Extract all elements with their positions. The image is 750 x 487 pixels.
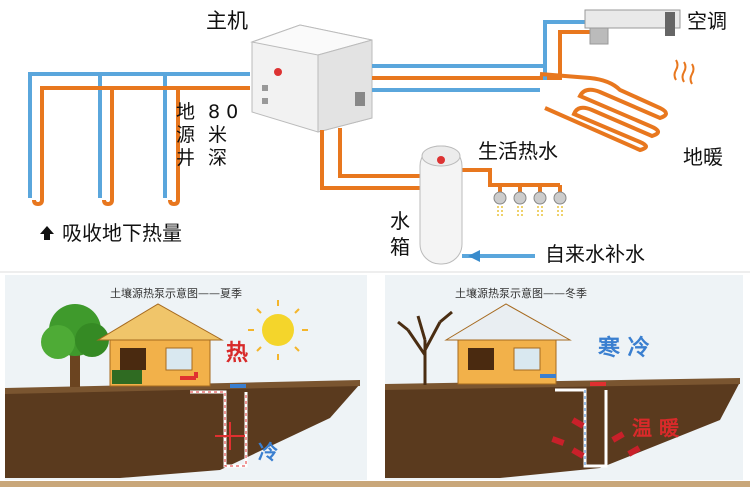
floor-heating-waves bbox=[673, 59, 695, 85]
footer-bar bbox=[0, 481, 750, 487]
tank-label-1: 水 bbox=[390, 209, 410, 233]
winter-warm-label: 温 暖 bbox=[632, 416, 679, 440]
tank-label-2: 箱 bbox=[390, 235, 410, 259]
summer-tree bbox=[41, 304, 109, 387]
well-char: 8 0 bbox=[208, 101, 239, 123]
well-char: 深 bbox=[208, 147, 228, 169]
summer-heat-label: 热 bbox=[226, 340, 249, 366]
summer-panel bbox=[5, 275, 367, 480]
aircon-unit bbox=[584, 9, 681, 45]
main-unit-label: 主机 bbox=[206, 9, 248, 33]
orange-ground-loop bbox=[32, 86, 250, 207]
winter-cold-label: 寒 冷 bbox=[598, 335, 650, 361]
floor-heating-coil bbox=[539, 72, 668, 153]
blue-ground-loop bbox=[28, 72, 250, 198]
aircon-label: 空调 bbox=[687, 9, 727, 33]
winter-title: 土壤源热泵示意图——冬季 bbox=[455, 287, 587, 300]
well-char: 井 bbox=[176, 147, 196, 169]
absorb-heat-label: 吸收地下热量 bbox=[62, 221, 182, 245]
bare-tree bbox=[397, 310, 453, 385]
winter-panel bbox=[385, 275, 743, 480]
well-char: 地 bbox=[176, 101, 196, 123]
water-tank bbox=[419, 145, 463, 265]
up-arrow-icon bbox=[40, 226, 54, 240]
well-char: 源 bbox=[176, 124, 196, 146]
heat-arrows bbox=[551, 417, 641, 459]
right-pipes bbox=[372, 20, 590, 92]
summer-cold-label: 冷 bbox=[258, 440, 278, 464]
well-label-col1: 地 源 井 bbox=[176, 101, 195, 170]
floor-heating-label: 地暖 bbox=[683, 145, 723, 169]
well-char: 米 bbox=[208, 124, 228, 146]
well-label-col2: 8 0 米 深 bbox=[208, 101, 238, 170]
summer-house bbox=[96, 303, 224, 387]
heat-radiating-icon bbox=[215, 422, 245, 450]
main-unit-box bbox=[250, 24, 373, 133]
tank-pipes bbox=[320, 128, 562, 192]
water-supply-pipe bbox=[462, 250, 535, 262]
shower-heads bbox=[493, 191, 567, 216]
hot-water-label: 生活热水 bbox=[478, 139, 558, 163]
summer-title: 土壤源热泵示意图——夏季 bbox=[110, 287, 242, 300]
sun-icon bbox=[248, 300, 308, 360]
water-supply-label: 自来水补水 bbox=[545, 242, 645, 266]
winter-house bbox=[444, 303, 572, 385]
